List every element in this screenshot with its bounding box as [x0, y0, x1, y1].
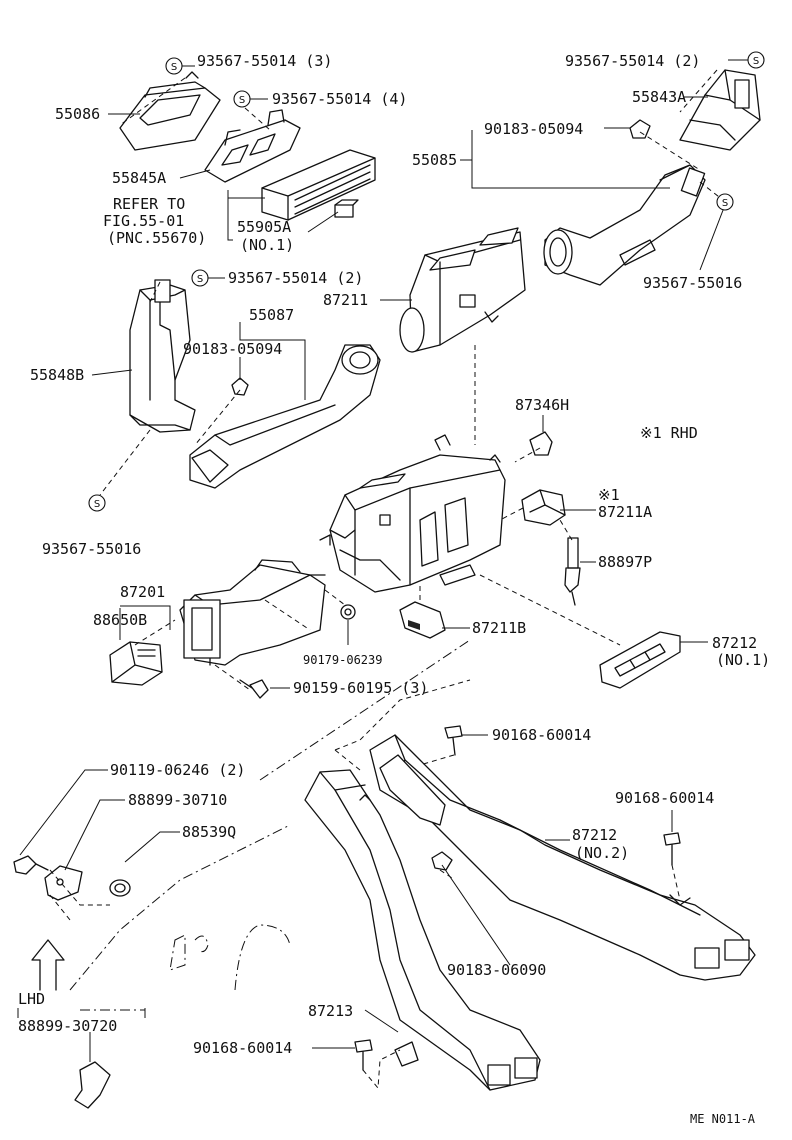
- label-87212-no1: 87212: [712, 634, 757, 652]
- label-refer-to: REFER TO: [113, 195, 185, 213]
- bracket-88899-30710: [44, 865, 83, 901]
- s-marker-icon: S: [165, 57, 183, 75]
- duct-87213: [304, 769, 541, 1091]
- label-90168-60014-b: 90168-60014: [615, 789, 714, 807]
- vent-55086: [119, 71, 221, 151]
- duct-87212-no2: [369, 734, 756, 981]
- svg-text:S: S: [722, 198, 728, 209]
- label-93567-55016-left: 93567-55016: [42, 540, 141, 558]
- duct-55087: [189, 344, 381, 489]
- label-lhd: LHD: [18, 990, 45, 1008]
- duct-55848B: [129, 279, 196, 433]
- label-fig-55-01: FIG.55-01: [103, 212, 184, 230]
- label-93567-55014-4: 93567-55014 (4): [272, 90, 407, 108]
- label-88899-30720: 88899-30720: [18, 1017, 117, 1035]
- label-rhd-note: ※1 RHD: [640, 424, 698, 442]
- label-55845A: 55845A: [112, 169, 166, 187]
- label-55086: 55086: [55, 105, 100, 123]
- svg-text:S: S: [94, 499, 100, 510]
- part-87346H: [529, 431, 553, 456]
- label-87213: 87213: [308, 1002, 353, 1020]
- label-87212-no2-sub: (NO.2): [575, 844, 629, 862]
- label-90168-60014-a: 90168-60014: [492, 726, 591, 744]
- svg-text:S: S: [197, 274, 203, 285]
- bracket-88899-30720: [74, 1061, 111, 1109]
- label-88539Q: 88539Q: [182, 823, 236, 841]
- s-marker-icon: S: [747, 51, 765, 69]
- label-55085: 55085: [412, 151, 457, 169]
- label-87211: 87211: [323, 291, 368, 309]
- svg-text:S: S: [753, 56, 759, 67]
- duct-87211: [399, 227, 526, 353]
- clip-90183-05094-left: [231, 377, 249, 396]
- bracket-55845A: [204, 109, 301, 183]
- svg-text:S: S: [239, 95, 245, 106]
- s-marker-icon: S: [191, 269, 209, 287]
- screw-90159-60195: [239, 679, 269, 699]
- s-marker-icon: S: [88, 494, 106, 512]
- label-55087: 55087: [249, 306, 294, 324]
- label-55848B: 55848B: [30, 366, 84, 384]
- label-87212-no1-sub: (NO.1): [716, 651, 770, 669]
- label-93567-55014-3: 93567-55014 (3): [197, 52, 332, 70]
- heater-unit: [319, 434, 506, 593]
- clip-90183-06090: [431, 851, 453, 871]
- label-pnc-55670: (PNC.55670): [107, 229, 206, 247]
- label-55905A: 55905A: [237, 218, 291, 236]
- label-87346H: 87346H: [515, 396, 569, 414]
- label-87201: 87201: [120, 583, 165, 601]
- label-90159-60195: 90159-60195 (3): [293, 679, 428, 697]
- label-55905A-no1: (NO.1): [240, 236, 294, 254]
- grommet-88539Q: [109, 879, 131, 897]
- screw-90168-60014-a: [444, 725, 463, 756]
- label-87212-no2: 87212: [572, 826, 617, 844]
- duct-55085: [543, 164, 706, 286]
- duct-55843A: [679, 69, 761, 151]
- screw-90168-60014-c: [354, 1039, 373, 1071]
- svg-text:S: S: [171, 62, 177, 73]
- label-93567-55014-2-left: 93567-55014 (2): [228, 269, 363, 287]
- nut-90179-06239: [340, 604, 356, 620]
- s-marker-icon: S: [716, 193, 734, 211]
- label-87211B: 87211B: [472, 619, 526, 637]
- label-90168-60014-c: 90168-60014: [193, 1039, 292, 1057]
- block-55905A: [261, 149, 376, 221]
- sensor-88897P: [564, 537, 581, 606]
- figure-code: ME N011-A: [690, 1112, 756, 1126]
- label-87211A-mark: ※1: [598, 486, 620, 504]
- label-90119-06246: 90119-06246 (2): [110, 761, 245, 779]
- s-marker-icon: S: [233, 90, 251, 108]
- screw-90168-60014-b: [663, 832, 681, 866]
- up-arrow-icon: [31, 939, 65, 991]
- duct-87201: [179, 559, 326, 666]
- register-87212-no1: [599, 631, 681, 689]
- part-87211B: [399, 601, 446, 639]
- label-90179-06239: 90179-06239: [303, 653, 382, 667]
- clip-90183-05094-top: [629, 119, 651, 139]
- label-93567-55014-2-top: 93567-55014 (2): [565, 52, 700, 70]
- part-87211A: [521, 489, 566, 526]
- label-90183-05094-top: 90183-05094: [484, 120, 583, 138]
- label-87211A: 87211A: [598, 503, 652, 521]
- resistor-88650B: [109, 641, 163, 686]
- label-88650B: 88650B: [93, 611, 147, 629]
- label-88897P: 88897P: [598, 553, 652, 571]
- label-90183-05094-left: 90183-05094: [183, 340, 282, 358]
- bolt-90119-06246: [13, 855, 49, 875]
- label-88899-30710: 88899-30710: [128, 791, 227, 809]
- label-93567-55016-right: 93567-55016: [643, 274, 742, 292]
- label-55843A: 55843A: [632, 88, 686, 106]
- label-90183-06090: 90183-06090: [447, 961, 546, 979]
